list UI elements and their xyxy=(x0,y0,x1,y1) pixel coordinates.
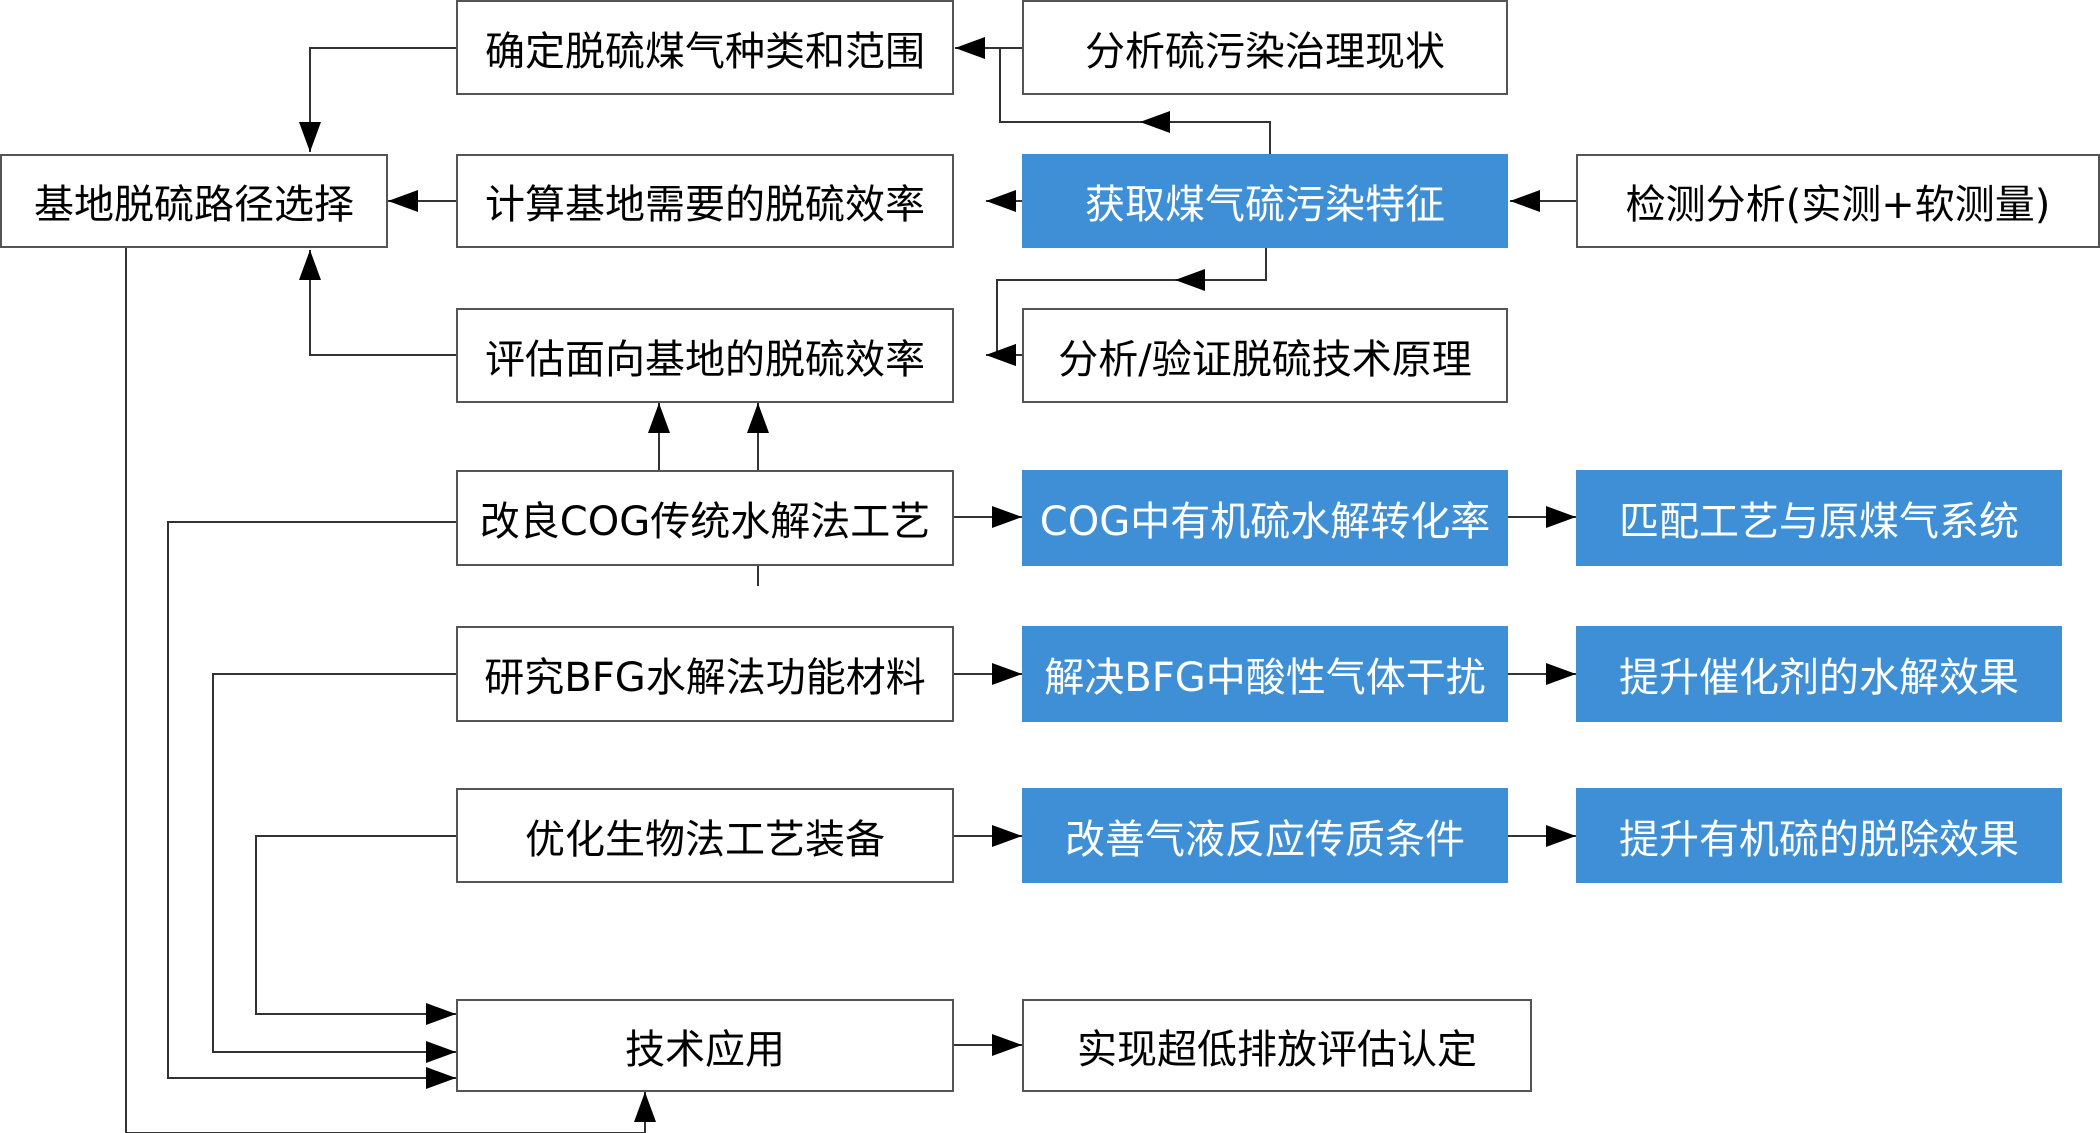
node-cog-rate: COG中有机硫水解转化率 xyxy=(1022,470,1508,566)
edge-analyzestatus-side-loop xyxy=(999,47,1140,123)
node-ultra-low: 实现超低排放评估认定 xyxy=(1022,999,1532,1092)
node-assess-efficiency: 评估面向基地的脱硫效率 xyxy=(456,308,954,403)
node-obtain-features: 获取煤气硫污染特征 xyxy=(1022,154,1508,248)
node-solve-bfg: 解决BFG中酸性气体干扰 xyxy=(1022,626,1508,722)
node-verify-principle: 分析/验证脱硫技术原理 xyxy=(1022,308,1508,403)
node-determine-scope: 确定脱硫煤气种类和范围 xyxy=(456,0,954,95)
edge-cog-to-apply xyxy=(167,521,456,1089)
node-improve-organic: 提升有机硫的脱除效果 xyxy=(1576,788,2062,883)
node-research-bfg: 研究BFG水解法功能材料 xyxy=(456,626,954,722)
node-optimize-bio: 优化生物法工艺装备 xyxy=(456,788,954,883)
edge-bio-to-apply xyxy=(255,835,456,1025)
node-path-select: 基地脱硫路径选择 xyxy=(0,154,388,248)
node-improve-catalyst: 提升催化剂的水解效果 xyxy=(1576,626,2062,722)
edge-features-to-analyzestatus xyxy=(1140,111,1271,154)
node-detect-analysis: 检测分析(实测+软测量) xyxy=(1576,154,2100,248)
edge-features-to-assess-upper xyxy=(1175,248,1267,291)
edge-determine-to-pathselect xyxy=(299,47,456,152)
edge-bfg-to-apply xyxy=(212,673,456,1063)
node-tech-apply: 技术应用 xyxy=(456,999,954,1092)
edge-pathselect-to-apply xyxy=(125,248,656,1133)
node-analyze-status: 分析硫污染治理现状 xyxy=(1022,0,1508,95)
node-improve-cog: 改良COG传统水解法工艺 xyxy=(456,470,954,566)
edge-assess-to-pathselect xyxy=(299,250,456,356)
node-improve-mass: 改善气液反应传质条件 xyxy=(1022,788,1508,883)
node-match-process: 匹配工艺与原煤气系统 xyxy=(1576,470,2062,566)
node-calc-efficiency: 计算基地需要的脱硫效率 xyxy=(456,154,954,248)
